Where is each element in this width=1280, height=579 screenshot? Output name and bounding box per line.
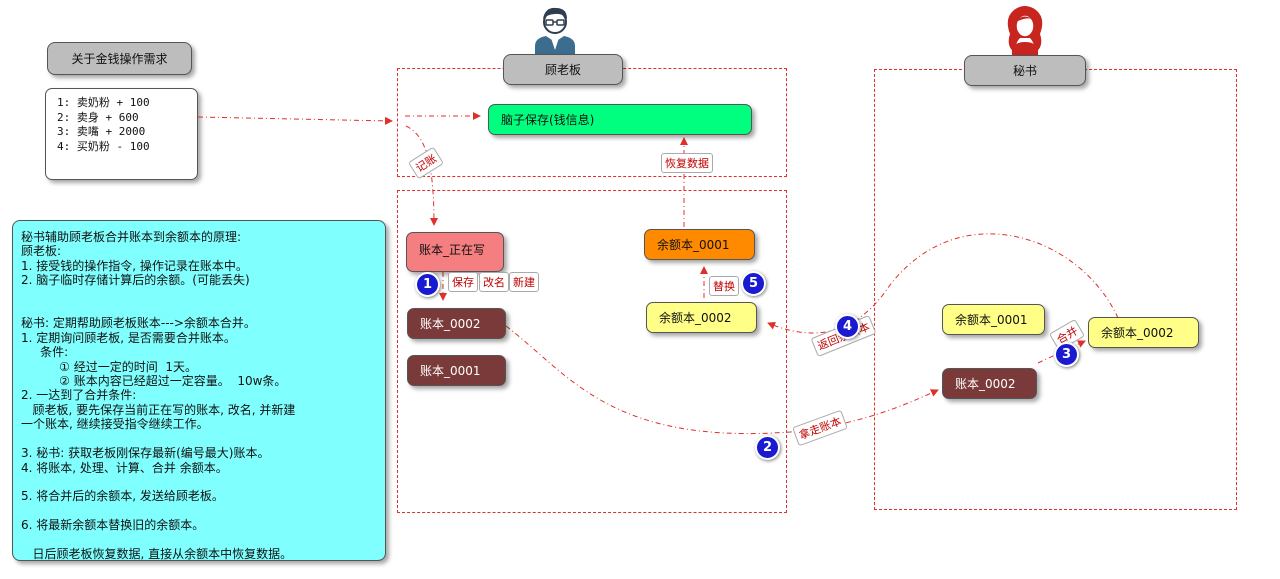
note-line: 秘书辅助顾老板合并账本到余额本的原理:	[21, 230, 242, 244]
note-line: 秘书: 定期帮助顾老板账本--->余额本合并。	[21, 316, 256, 331]
note-line: 一个账本, 继续接受指令继续工作。	[21, 417, 209, 432]
note-line: 4. 将账本, 处理、计算、合并 余额本。	[21, 460, 228, 475]
edge-label-rename: 改名	[479, 272, 509, 292]
note-line: ② 账本内容已经超过一定容量。 10w条。	[21, 374, 287, 389]
boss-avatar-icon	[535, 7, 575, 54]
arrow-take-ledger	[505, 325, 939, 434]
note-line: 顾老板:	[21, 244, 62, 259]
note-line: 6. 将最新余额本替换旧的余额本。	[21, 518, 205, 533]
requirements-title: 关于金钱操作需求	[47, 42, 192, 75]
ledger-0001-node: 账本_0001	[407, 355, 506, 386]
step-3-badge: 3	[1054, 342, 1079, 367]
note-line: 5. 将合并后的余额本, 发送给顾老板。	[21, 489, 224, 504]
secretary-ledger-0002-label: 账本_0002	[955, 377, 1016, 391]
note-line: ① 经过一定的时间 1天。	[21, 359, 197, 374]
secretary-balance-0001-label: 余额本_0001	[955, 313, 1028, 327]
requirement-line: 4: 买奶粉 - 100	[57, 139, 150, 153]
requirement-line: 2: 卖身 + 600	[57, 110, 139, 124]
boss-balance-0002-label: 余额本_0002	[659, 311, 732, 325]
ledger-0001-label: 账本_0001	[420, 364, 481, 378]
boss-balance-0002-node: 余额本_0002	[646, 302, 757, 333]
boss-title-text: 顾老板	[544, 63, 581, 77]
note-line: 2. 脑子临时存储计算后的余额。(可能丢失)	[21, 273, 250, 288]
ledger-writing-label: 账本_正在写	[419, 243, 486, 257]
requirements-list: 1: 卖奶粉 + 100 2: 卖身 + 600 3: 卖嘴 + 2000 4:…	[45, 88, 198, 180]
note-line: 1. 接受钱的操作指令, 操作记录在账本中。	[21, 258, 248, 273]
ledger-writing-node: 账本_正在写	[406, 232, 504, 272]
note-line: 条件:	[21, 345, 69, 360]
secretary-avatar-icon	[1007, 6, 1043, 56]
boss-balance-0001-node: 余额本_0001	[644, 229, 755, 260]
brain-memory-node: 脑子保存(钱信息)	[488, 104, 752, 135]
secretary-balance-0002-label: 余额本_0002	[1101, 326, 1174, 340]
note-line: 顾老板, 要先保存当前正在写的账本, 改名, 并新建	[21, 402, 296, 417]
boss-storage-region	[397, 190, 787, 513]
edge-label-replace: 替换	[709, 276, 739, 296]
requirements-title-text: 关于金钱操作需求	[71, 52, 168, 66]
secretary-ledger-0002-node: 账本_0002	[942, 368, 1037, 399]
note-line: 日后顾老板恢复数据, 直接从余额本中恢复数据。	[21, 546, 293, 561]
arrow-requirements-to-boss	[197, 116, 393, 125]
step-2-badge: 2	[755, 435, 780, 460]
secretary-balance-0002-node: 余额本_0002	[1088, 317, 1199, 348]
edge-label-create: 新建	[509, 272, 539, 292]
boss-balance-0001-label: 余额本_0001	[657, 238, 730, 252]
ledger-0002-label: 账本_0002	[420, 317, 481, 331]
secretary-balance-0001-node: 余额本_0001	[942, 304, 1045, 335]
note-line: 2. 一达到了合并条件:	[21, 388, 137, 403]
brain-memory-label: 脑子保存(钱信息)	[501, 113, 595, 127]
step-5-badge: 5	[741, 271, 766, 296]
note-line: 1. 定期询问顾老板, 是否需要合并账本。	[21, 330, 236, 345]
note-line: 3. 秘书: 获取老板刚保存最新(编号最大)账本。	[21, 446, 270, 461]
secretary-title-text: 秘书	[1012, 64, 1037, 78]
explanation-notes: 秘书辅助顾老板合并账本到余额本的原理: 顾老板: 1. 接受钱的操作指令, 操作…	[12, 220, 386, 561]
requirement-line: 1: 卖奶粉 + 100	[57, 96, 150, 109]
step-4-badge: 4	[835, 314, 860, 339]
requirement-line: 3: 卖嘴 + 2000	[57, 125, 146, 138]
secretary-title: 秘书	[964, 55, 1086, 86]
step-1-badge: 1	[415, 272, 440, 297]
edge-label-restore: 恢复数据	[661, 153, 713, 173]
ledger-0002-node: 账本_0002	[407, 308, 506, 339]
boss-title: 顾老板	[503, 54, 623, 85]
edge-label-save: 保存	[448, 272, 478, 292]
